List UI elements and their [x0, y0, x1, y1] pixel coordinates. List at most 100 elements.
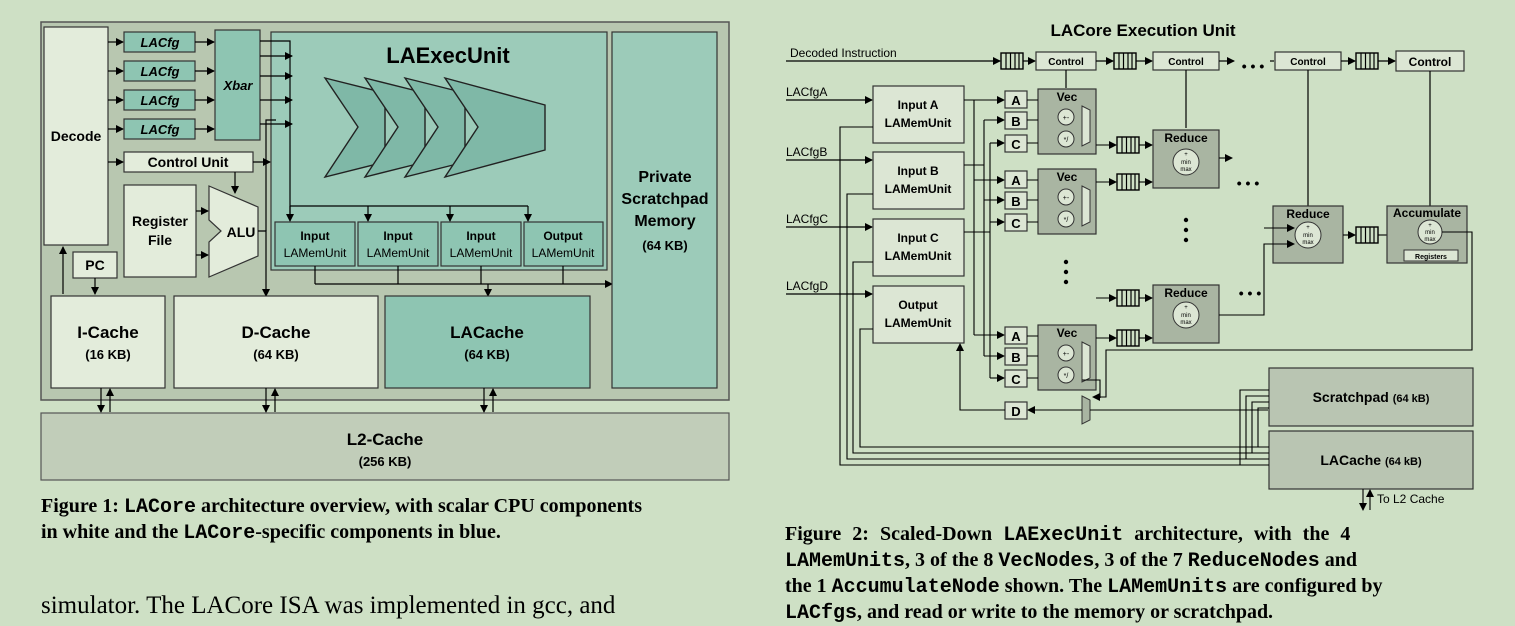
fig2-memunit-b-l2: LAMemUnit	[885, 182, 952, 196]
fig2-lacache-box	[1268, 430, 1474, 490]
control-ellipsis: • • •	[1242, 58, 1265, 74]
l2-connections	[97, 388, 497, 413]
l2cache-size: (256 KB)	[359, 454, 412, 469]
fig2-cap-l2-a: , 3 of the 8	[905, 549, 999, 571]
memunit-input-2	[357, 221, 439, 267]
vec1-reg-b: B	[1011, 114, 1020, 129]
control-label-4: Control	[1409, 55, 1452, 69]
fig2-memunit-b-l1: Input B	[897, 164, 939, 178]
fig1-caption-mono2: LACore	[183, 522, 256, 545]
fig2-cap-l1-b: architecture, with the 4	[1123, 523, 1351, 545]
lacfg-inputs: LACfgA LACfgB LACfgC LACfgD	[786, 85, 873, 298]
l2cache-name: L2-Cache	[347, 430, 424, 449]
figure-1-caption: Figure 1: LACore architecture overview, …	[41, 494, 741, 546]
figure-2-caption-line-1: Figure 2: Scaled-Down LAExecUnit archite…	[785, 522, 1475, 548]
vec3-reg-a: A	[1011, 329, 1021, 344]
fig2-lacache: LACache (64 kB)	[1320, 452, 1422, 468]
vec1-op-add: +-	[1063, 115, 1070, 122]
dcache-box	[173, 295, 379, 389]
fig2-memunit-out	[872, 285, 965, 344]
fig2-cap-l2-c: and	[1319, 549, 1357, 571]
reduce3-op-2: min	[1303, 233, 1313, 239]
fig2-cap-l3-m2: LAMemUnits	[1107, 576, 1228, 599]
pc-label: PC	[85, 257, 104, 273]
vec1-op-mul: */	[1064, 137, 1069, 144]
lacfg-b-label: LACfgB	[786, 145, 827, 159]
memunit-3-l1: Input	[466, 229, 495, 243]
memunit-input-1	[274, 221, 356, 267]
acc-registers: Registers	[1415, 254, 1447, 261]
alu-shape	[208, 185, 259, 278]
fig2-cap-l3-b: shown. The	[999, 575, 1108, 597]
fig2-memunit-a-l1: Input A	[898, 98, 939, 112]
reg-d-label: D	[1011, 404, 1020, 419]
reduce-node-3: Reduce + min max	[1219, 205, 1356, 316]
reduce2-op-3: max	[1180, 320, 1191, 326]
memunit-distribution	[964, 96, 1005, 382]
vec-to-reduce	[1096, 141, 1117, 342]
reduce2-op-1: +	[1184, 305, 1188, 311]
reduce1-op-3: max	[1180, 167, 1191, 173]
figure-2-caption-line-4: LACfgs, and read or write to the memory …	[785, 600, 1475, 626]
vec2-reg-c: C	[1011, 216, 1021, 231]
memunit-4-l2: LAMemUnit	[532, 246, 595, 260]
fig2-memunit-c-l2: LAMemUnit	[885, 249, 952, 263]
fig2-cap-l2-m1: LAMemUnits	[785, 550, 906, 573]
fig2-memunit-a	[872, 85, 965, 144]
acc-op-1: +	[1428, 223, 1432, 229]
fig2-cap-l4-a: , and read or write to the memory or scr…	[857, 601, 1274, 623]
vec1-reg-c: C	[1011, 137, 1021, 152]
vec-nodes: A B C Vec +- */ A B C Vec +- */	[1004, 88, 1097, 391]
reduce2-label: Reduce	[1164, 286, 1208, 300]
figure-1-caption-line-2: in white and the LACore-specific compone…	[41, 520, 741, 546]
vec3-reg-b: B	[1011, 350, 1020, 365]
fig1-caption-mid: architecture overview, with scalar CPU c…	[195, 495, 643, 517]
register-file-l2: File	[148, 232, 172, 248]
fig2-cap-l1-a: Figure 2: Scaled-Down	[785, 523, 1004, 545]
reduce1-op-1: +	[1184, 152, 1188, 158]
fig1-caption-mono1: LACore	[123, 496, 196, 519]
fig1-caption-pre: Figure 1:	[41, 495, 124, 517]
control-pipeline: Control Control • • • Control Control	[1000, 50, 1465, 74]
fig2-memunit-c	[872, 218, 965, 277]
lacfg-a-label: LACfgA	[786, 85, 827, 99]
memunit-4-l1: Output	[543, 229, 582, 243]
vec2-reg-b: B	[1011, 194, 1020, 209]
reduce-ellipsis-1: • • •	[1237, 175, 1260, 191]
lacfg-d-label: LACfgD	[786, 279, 828, 293]
memunit-2-l1: Input	[383, 229, 412, 243]
xbar-wires	[260, 40, 532, 222]
memunit-output	[523, 221, 604, 267]
lacfg-group: LACfg LACfg LACfg LACfg	[108, 31, 215, 140]
memunit-input-3	[440, 221, 522, 267]
control-label-3: Control	[1290, 57, 1326, 68]
acc-op-2: min	[1425, 230, 1435, 236]
fig2-memunit-a-l2: LAMemUnit	[885, 116, 952, 130]
figure-2-caption-line-3: the 1 AccumulateNode shown. The LAMemUni…	[785, 574, 1475, 600]
reduce1-op-2: min	[1181, 160, 1191, 166]
register-file-l1: Register	[132, 213, 189, 229]
lacache-size: (64 KB)	[464, 347, 510, 362]
body-text: simulator. The LACore ISA was implemente…	[41, 592, 616, 619]
icache-size: (16 KB)	[85, 347, 131, 362]
vec3-reg-c: C	[1011, 372, 1021, 387]
to-l2-cache: To L2 Cache	[1377, 492, 1445, 506]
fig2-memunits: Input A LAMemUnit Input B LAMemUnit Inpu…	[872, 85, 965, 344]
memunit-1-l1: Input	[300, 229, 329, 243]
lacfg-label-4: LACfg	[141, 122, 180, 137]
fig2-scratchpad-box	[1268, 367, 1474, 427]
alu-label: ALU	[227, 224, 256, 240]
scratchpad-l1: Private	[638, 169, 691, 186]
scratchpad-l2: Scratchpad	[621, 191, 708, 208]
reduce2-op-2: min	[1181, 313, 1191, 319]
figure-1-caption-line-1: Figure 1: LACore architecture overview, …	[41, 494, 741, 520]
scratchpad-box	[611, 31, 718, 389]
vec3-op-add: +-	[1063, 351, 1070, 358]
vec1-label: Vec	[1057, 90, 1078, 104]
fig2-cap-l3-c: are configured by	[1227, 575, 1383, 597]
control-label-1: Control	[1048, 57, 1084, 68]
accumulate-node: Accumulate + min max Registers	[1092, 205, 1473, 401]
decode-label: Decode	[51, 128, 102, 144]
xbar-label: Xbar	[223, 78, 254, 93]
